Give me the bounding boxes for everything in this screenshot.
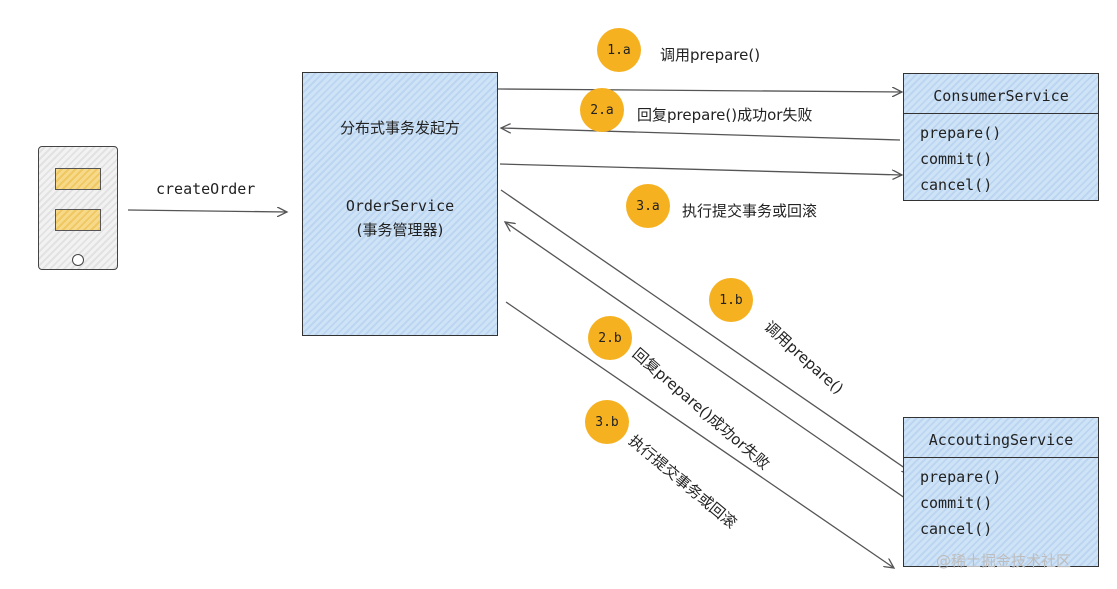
initiator-role: (事务管理器) — [356, 221, 444, 239]
initiator-title: 分布式事务发起方 — [339, 119, 460, 137]
step-badge-3a: 3.a — [626, 184, 670, 228]
step-badge-3b: 3.b — [585, 400, 629, 444]
accounting-method-prepare: prepare() — [920, 468, 1002, 486]
accounting-method-cancel: cancel() — [920, 520, 993, 538]
step-badge-1a: 1.a — [597, 28, 641, 72]
step-badge-2a: 2.a — [580, 88, 624, 132]
initiator-service-name: OrderService — [345, 197, 455, 215]
watermark: @稀土掘金技术社区 — [936, 552, 1072, 570]
consumer-method-commit: commit() — [920, 150, 993, 168]
step-badge-2b: 2.b — [588, 316, 632, 360]
arrow-1b — [500, 189, 912, 473]
consumer-service-box: ConsumerService prepare() commit() cance… — [903, 73, 1099, 201]
arrow-2b — [505, 222, 916, 506]
arrow-createorder — [127, 210, 287, 212]
accounting-service-title: AccoutingService — [904, 418, 1098, 458]
createorder-label: createOrder — [156, 180, 256, 198]
phone-home-button-icon — [72, 254, 84, 266]
consumer-service-title: ConsumerService — [904, 74, 1098, 114]
consumer-method-prepare: prepare() — [920, 124, 1002, 142]
accounting-service-box: AccoutingService prepare() commit() canc… — [903, 417, 1099, 567]
consumer-method-cancel: cancel() — [920, 176, 993, 194]
step-label-3a: 执行提交事务或回滚 — [682, 202, 818, 220]
mobile-client-icon — [38, 146, 118, 270]
consumer-service-methods: prepare() commit() cancel() — [920, 120, 1001, 198]
step-label-2a: 回复prepare()成功or失败 — [637, 106, 813, 124]
step-badge-1b: 1.b — [709, 278, 753, 322]
arrow-1a — [497, 89, 902, 92]
arrow-2a — [501, 128, 901, 141]
step-label-1a: 调用prepare() — [660, 46, 761, 64]
accounting-method-commit: commit() — [920, 494, 993, 512]
transaction-initiator-box: 分布式事务发起方 OrderService (事务管理器) — [302, 72, 498, 336]
phone-screen-block-top — [55, 168, 101, 190]
phone-screen-block-bottom — [55, 209, 101, 231]
arrow-3a — [499, 163, 902, 175]
accounting-service-methods: prepare() commit() cancel() — [920, 464, 1001, 542]
arrow-3b — [505, 301, 894, 568]
